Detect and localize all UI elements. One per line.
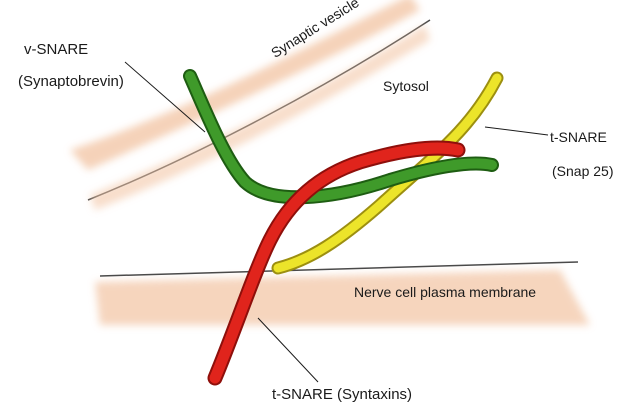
snap25-label: (Snap 25) — [552, 164, 613, 178]
t-snare-right-leader-line — [485, 127, 548, 135]
t-snare-right-label: t-SNARE — [550, 130, 607, 144]
syntaxin-leader-line — [258, 318, 318, 382]
sytosol-label: Sytosol — [383, 79, 429, 93]
syntaxins-label: t-SNARE (Syntaxins) — [272, 387, 412, 402]
synaptobrevin-label: (Synaptobrevin) — [18, 74, 124, 89]
synaptic-vesicle-outline — [88, 20, 430, 200]
plasma-membrane-label: Nerve cell plasma membrane — [354, 285, 536, 299]
v-snare-label: v-SNARE — [24, 42, 88, 57]
